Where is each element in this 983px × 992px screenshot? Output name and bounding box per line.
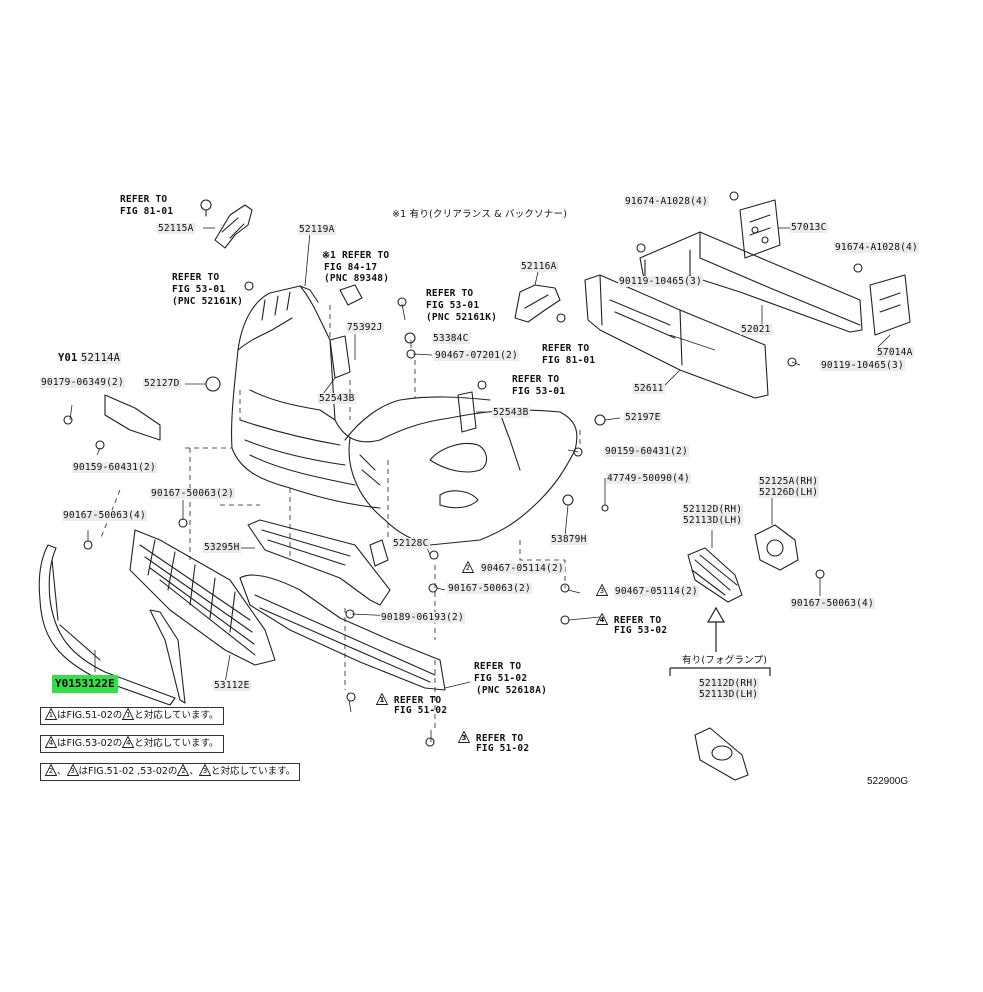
part-number-90119-10465[interactable]: 90119-10465(3) xyxy=(820,360,905,371)
molding-53122E-drawing xyxy=(38,544,176,706)
reference-marker-3: 3 xyxy=(66,764,79,776)
part-number-90467-07201[interactable]: 90467-07201(2) xyxy=(434,350,519,361)
part-number-52115A[interactable]: 52115A xyxy=(157,223,195,234)
reference-marker-1: 1 xyxy=(376,693,388,705)
absorber-52611-drawing xyxy=(584,275,769,399)
reference-marker-4: 4 xyxy=(122,736,135,748)
part-number-90119-10465[interactable]: 90119-10465(3) xyxy=(618,276,703,287)
part-number-53879H[interactable]: 53879H xyxy=(550,534,588,545)
part-number-90179-06349[interactable]: 90179-06349(2) xyxy=(40,377,125,388)
part-number-52113D[interactable]: 52113D(LH) xyxy=(698,689,760,700)
reference-marker-2: 2 xyxy=(45,764,57,776)
reference-marker-2: 2 xyxy=(462,561,474,573)
refer-block: 1 REFER TO xyxy=(376,693,441,706)
refer-label: REFER TO xyxy=(512,374,560,385)
refer-label: REFER TO xyxy=(120,194,168,205)
part-number-52119A[interactable]: 52119A xyxy=(298,224,336,235)
part-number-91674-A1028[interactable]: 91674-A1028(4) xyxy=(624,196,709,207)
reference-marker-1: 1 xyxy=(45,708,57,720)
highlighted-part-53122E[interactable]: Y0153122E xyxy=(52,675,118,693)
sonar-condition-note: ※1 有り(クリアランス & バックソナー) xyxy=(392,209,568,220)
refer-block: 3 REFER TO xyxy=(458,731,523,744)
part-number-52125A[interactable]: 52125A(RH) xyxy=(758,476,820,487)
refer-label: REFER TO xyxy=(172,272,220,283)
reinforcement-52021-drawing xyxy=(636,191,911,367)
part-number-52114A[interactable]: 52114A xyxy=(80,352,122,364)
reference-marker-4: 4 xyxy=(45,736,57,748)
fig-reference[interactable]: FIG 81-01 xyxy=(542,355,596,366)
bracket-52116A-drawing xyxy=(514,284,566,323)
part-number-52611[interactable]: 52611 xyxy=(633,383,665,394)
part-number-52112D[interactable]: 52112D(RH) xyxy=(682,504,744,515)
part-number-91674-A1028[interactable]: 91674-A1028(4) xyxy=(834,242,919,253)
part-number-57013C[interactable]: 57013C xyxy=(790,222,828,233)
fig-reference[interactable]: FIG 53-02 xyxy=(614,625,668,636)
fig-reference[interactable]: FIG 51-02 xyxy=(394,705,448,716)
fog-arrow xyxy=(669,606,771,676)
fig-reference[interactable]: FIG 53-01 xyxy=(426,300,480,311)
bracket-52115A-drawing xyxy=(200,199,253,249)
part-number-52543B[interactable]: 52543B xyxy=(318,393,356,404)
fig-reference[interactable]: FIG 84-17 xyxy=(324,262,378,273)
reference-marker-3: 3 xyxy=(198,764,211,776)
pnc-reference: (PNC 52618A) xyxy=(476,685,548,696)
part-number-53295H[interactable]: 53295H xyxy=(203,542,241,553)
fig-reference[interactable]: FIG 53-01 xyxy=(172,284,226,295)
refer-label: REFER TO xyxy=(542,343,590,354)
part-number-52543B[interactable]: 52543B xyxy=(492,407,530,418)
part-number-90167-50063[interactable]: 90167-50063(4) xyxy=(62,510,147,521)
part-number-90467-05114[interactable]: 3 90467-05114(2) xyxy=(596,584,699,597)
fog-lamp-condition-note: 有り(フォグランプ) xyxy=(682,655,768,666)
fig-reference[interactable]: FIG 51-02 xyxy=(474,673,528,684)
part-number-52127D[interactable]: 52127D xyxy=(143,378,181,389)
part-number-52116A[interactable]: 52116A xyxy=(520,261,558,272)
refer-label: ※1 REFER TO xyxy=(322,250,390,261)
bumper-cover-drawing xyxy=(231,285,578,546)
part-number-52128C[interactable]: 52128C xyxy=(392,538,430,549)
reference-marker-1: 1 xyxy=(122,708,135,720)
diagram-code: 522900G xyxy=(867,776,909,787)
part-number-90189-06193[interactable]: 90189-06193(2) xyxy=(380,612,465,623)
part-number-52112D[interactable]: 52112D(RH) xyxy=(698,678,760,689)
y01-prefix: Y01 xyxy=(58,352,78,364)
fig-reference[interactable]: FIG 51-02 xyxy=(476,743,530,754)
part-number-47749-50090[interactable]: 47749-50090(4) xyxy=(606,473,691,484)
part-number-90167-50063[interactable]: 90167-50063(2) xyxy=(150,488,235,499)
fig-reference[interactable]: FIG 53-01 xyxy=(512,386,566,397)
reference-marker-3: 3 xyxy=(458,731,470,743)
fog-cover-drawing xyxy=(687,524,799,781)
part-number-90167-50063[interactable]: 90167-50063(2) xyxy=(447,583,532,594)
reference-marker-3: 3 xyxy=(596,584,608,596)
part-number-52113D[interactable]: 52113D(LH) xyxy=(682,515,744,526)
part-number-53384C[interactable]: 53384C xyxy=(432,333,470,344)
pnc-reference: (PNC 52161K) xyxy=(426,312,498,323)
fig-reference[interactable]: FIG 81-01 xyxy=(120,206,174,217)
reference-marker-2: 2 xyxy=(177,764,190,776)
pnc-reference: (PNC 52161K) xyxy=(172,296,244,307)
grille-53112E-drawing xyxy=(129,529,276,704)
reference-marker-4: 4 xyxy=(596,613,608,625)
part-number-90159-60431[interactable]: 90159-60431(2) xyxy=(72,462,157,473)
pnc-reference: (PNC 89348) xyxy=(324,273,390,284)
part-number-90467-05114[interactable]: 2 90467-05114(2) xyxy=(462,561,565,574)
part-number-90167-50063[interactable]: 90167-50063(4) xyxy=(790,598,875,609)
part-number-52021[interactable]: 52021 xyxy=(740,324,772,335)
part-number-90159-60431[interactable]: 90159-60431(2) xyxy=(604,446,689,457)
part-number-57014A[interactable]: 57014A xyxy=(876,347,914,358)
refer-label: REFER TO xyxy=(426,288,474,299)
part-number-53112E[interactable]: 53112E xyxy=(213,680,251,691)
refer-label: REFER TO xyxy=(474,661,522,672)
part-number-75392J[interactable]: 75392J xyxy=(346,322,384,333)
refer-block: 4 REFER TO xyxy=(596,613,661,626)
part-number-52197E[interactable]: 52197E xyxy=(624,412,662,423)
part-number-52126D[interactable]: 52126D(LH) xyxy=(758,487,820,498)
